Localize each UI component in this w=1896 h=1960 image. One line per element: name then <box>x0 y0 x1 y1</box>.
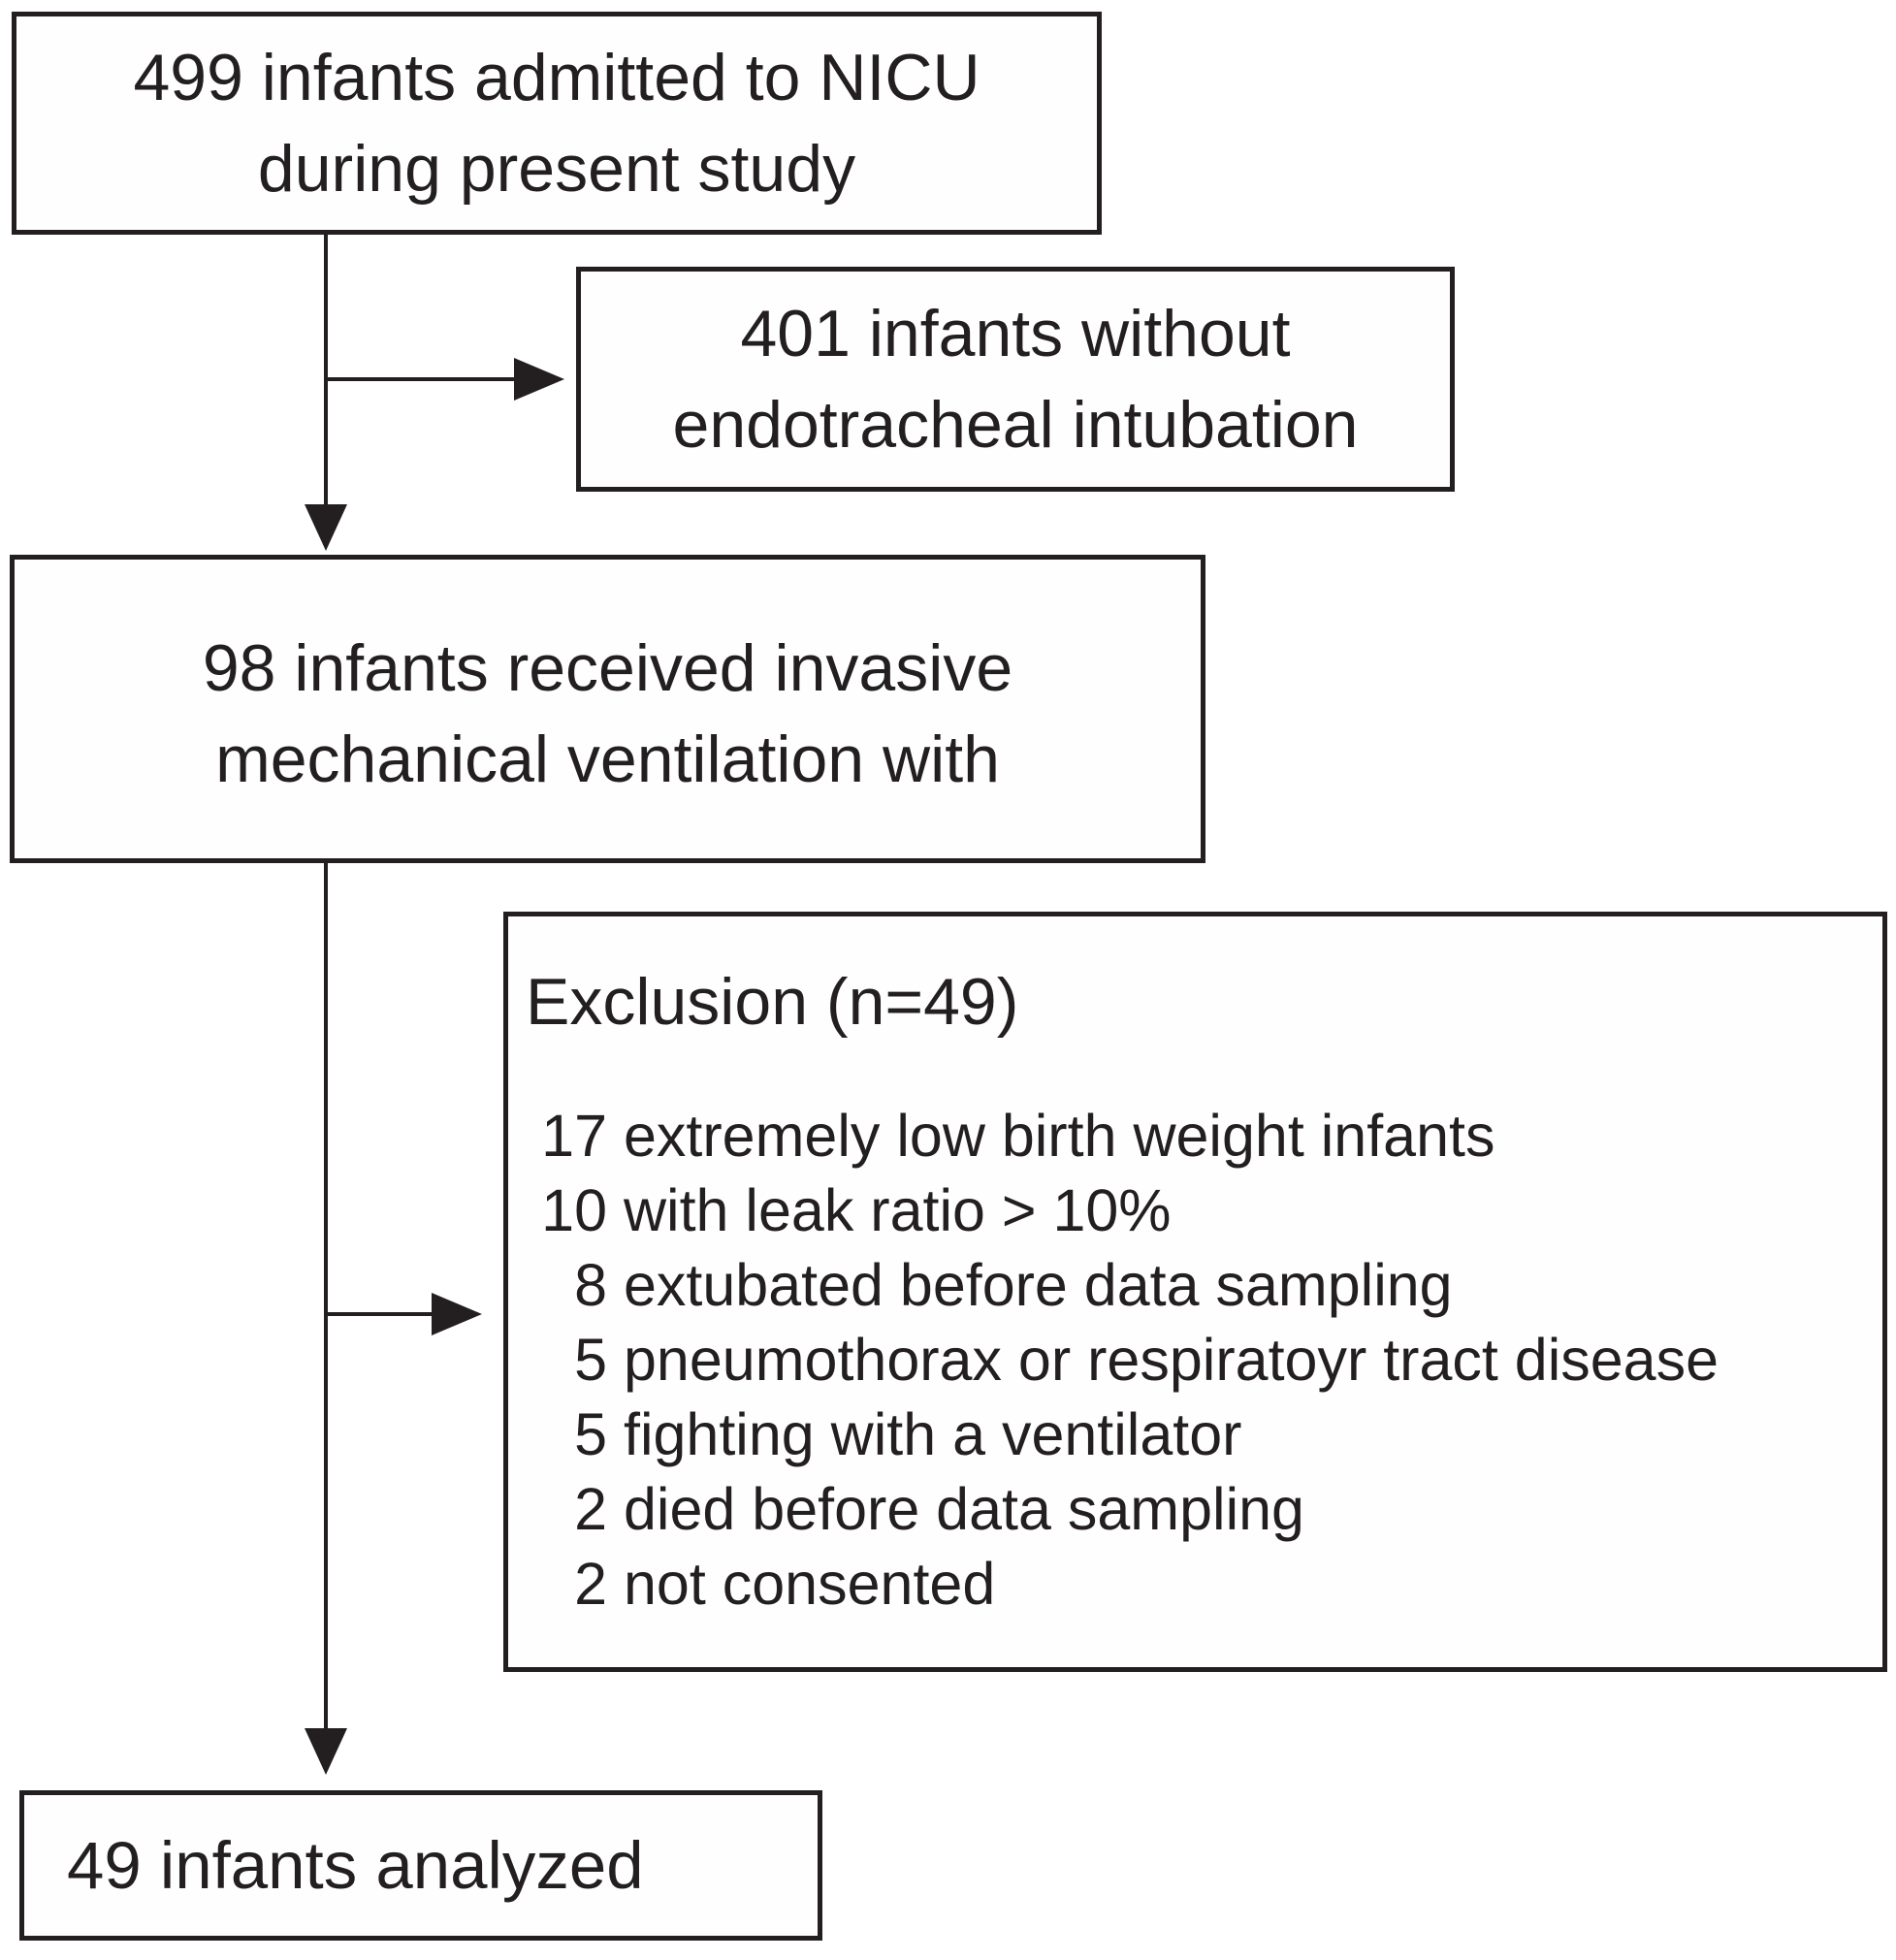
exclusion-item-count: 5 <box>574 1327 607 1393</box>
flow-box-analyzed-label: 49 infants analyzed <box>67 1827 644 1903</box>
flow-box-ventilated: 98 infants received invasive mechanical … <box>10 555 1205 863</box>
exclusion-title: Exclusion (n=49) <box>526 965 1019 1039</box>
arrowhead-down-to-ventilated-icon <box>305 504 347 551</box>
exclusion-item: 17 extremely low birth weight infants <box>541 1099 1719 1173</box>
flow-box-ventilated-line1: 98 infants received invasive <box>202 631 1013 705</box>
exclusion-item: 8 extubated before data sampling <box>541 1248 1719 1323</box>
exclusion-item: 5 pneumothorax or respiratoyr tract disea… <box>541 1323 1719 1398</box>
flow-box-exclusion: Exclusion (n=49) 17 extremely low birth w… <box>503 912 1887 1672</box>
exclusion-item-reason: fighting with a ventilator <box>624 1401 1242 1467</box>
exclusion-item-reason: extubated before data sampling <box>624 1252 1453 1318</box>
exclusion-item-count: 5 <box>574 1401 607 1467</box>
exclusion-item-reason: with leak ratio > 10% <box>624 1177 1172 1243</box>
arrowhead-right-to-exclusion-icon <box>432 1293 482 1335</box>
exclusion-item-reason: not consented <box>624 1551 996 1617</box>
exclusion-list: 17 extremely low birth weight infants 10 w… <box>541 1099 1719 1622</box>
exclusion-item-count: 17 <box>541 1103 607 1169</box>
arrowhead-right-to-no-intubation-icon <box>514 358 564 401</box>
flow-box-admitted-line2: during present study <box>257 132 856 206</box>
connector-admitted-to-ventilated <box>324 235 328 506</box>
exclusion-item: 10 with leak ratio > 10% <box>541 1173 1719 1248</box>
flow-box-analyzed: 49 infants analyzed <box>19 1790 822 1941</box>
exclusion-item-reason: died before data sampling <box>624 1476 1304 1542</box>
exclusion-item: 2 not consented <box>541 1547 1719 1622</box>
exclusion-item: 5 fighting with a ventilator <box>541 1398 1719 1472</box>
flow-box-admitted: 499 infants admitted to NICU during pres… <box>12 12 1102 235</box>
exclusion-item-count: 2 <box>574 1551 607 1617</box>
connector-branch-to-no-intubation <box>324 377 514 381</box>
exclusion-item: 2 died before data sampling <box>541 1472 1719 1547</box>
flow-box-no-intubation-line2: endotracheal intubation <box>672 388 1359 462</box>
connector-ventilated-to-analyzed <box>324 863 328 1728</box>
exclusion-item-reason: pneumothorax or respiratoyr tract diseas… <box>624 1327 1719 1393</box>
exclusion-item-count: 8 <box>574 1252 607 1318</box>
exclusion-item-count: 2 <box>574 1476 607 1542</box>
exclusion-item-reason: extremely low birth weight infants <box>624 1103 1495 1169</box>
arrowhead-down-to-analyzed-icon <box>305 1728 347 1775</box>
exclusion-item-count: 10 <box>541 1177 607 1243</box>
flow-box-no-intubation-line1: 401 infants without <box>740 297 1291 370</box>
connector-branch-to-exclusion <box>324 1312 432 1316</box>
flow-box-ventilated-line2: mechanical ventilation with <box>215 723 1000 796</box>
flow-box-admitted-line1: 499 infants admitted to NICU <box>133 41 980 114</box>
flow-box-no-intubation: 401 infants without endotracheal intubat… <box>576 267 1455 492</box>
